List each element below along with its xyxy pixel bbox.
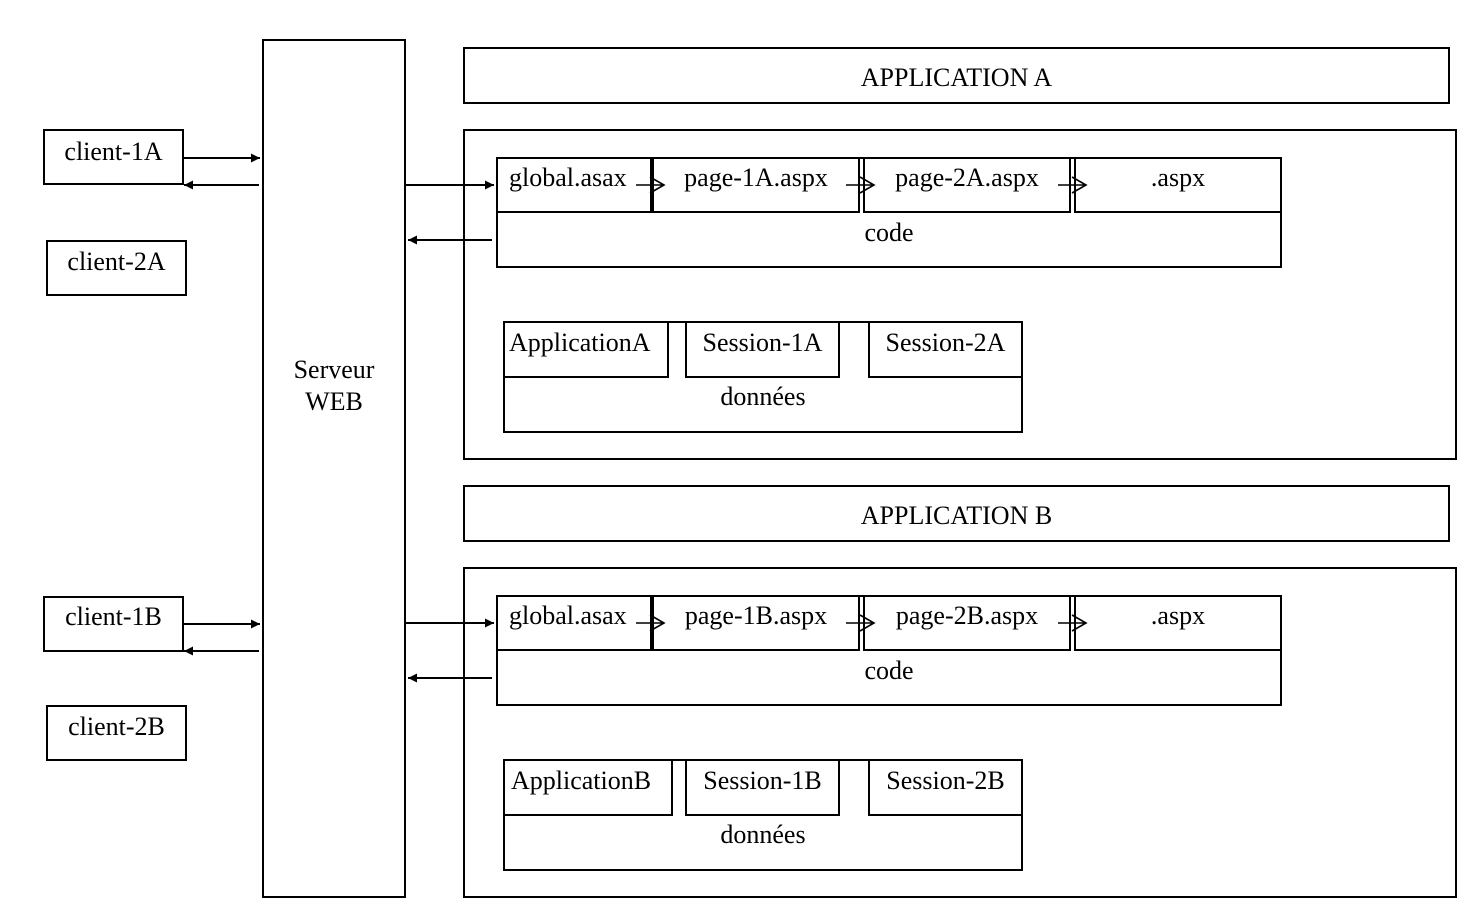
app-b-data-session-1: Session-1B [685,759,840,816]
client-2b-box: client-2B [46,705,187,761]
app-a-file-label-1: page-1A.aspx [684,163,828,192]
app-a-file-page-2: page-2A.aspx [863,157,1071,213]
app-b-file-label-3: .aspx [1150,601,1206,630]
client-1b-box: client-1B [43,596,184,652]
app-a-file-aspx: .aspx [1074,157,1282,213]
app-b-file-page-1: page-1B.aspx [652,595,860,651]
app-b-data-session-2: Session-2B [868,759,1023,816]
app-b-title-box: APPLICATION B [463,485,1450,542]
client-2a-box: client-2A [46,240,187,296]
app-a-data-session-1: Session-1A [685,321,840,378]
app-b-data-label-1: Session-1B [703,766,822,795]
app-a-data-label-0: ApplicationA [509,328,651,357]
client-1a-label: client-1A [64,137,163,166]
app-a-file-label-2: page-2A.aspx [895,163,1039,192]
app-a-title-box: APPLICATION A [463,47,1450,104]
app-b-file-label-0: global.asax [509,601,627,630]
client-2b-label: client-2B [68,712,165,741]
app-a-data-label-2: Session-2A [885,328,1006,357]
app-b-file-label-2: page-2B.aspx [895,601,1039,630]
web-server-box: Serveur WEB [262,39,406,898]
app-a-data-label: données [720,382,806,411]
web-server-label-line2: WEB [305,387,363,416]
app-b-data-application: ApplicationB [503,759,673,816]
app-b-title: APPLICATION B [860,501,1053,530]
client-1a-box: client-1A [43,129,184,185]
app-b-file-label-1: page-1B.aspx [684,601,828,630]
app-b-data-label: données [720,820,806,849]
app-b-file-global-asax: global.asax [496,595,652,651]
web-server-label-line1: Serveur [293,355,375,384]
app-a-file-label-0: global.asax [509,163,627,192]
app-a-code-label: code [864,218,914,247]
app-a-data-session-2: Session-2A [868,321,1023,378]
app-a-file-label-3: .aspx [1150,163,1206,192]
client-2a-label: client-2A [67,247,166,276]
app-a-data-application: ApplicationA [503,321,669,378]
app-b-file-aspx: .aspx [1074,595,1282,651]
app-a-file-global-asax: global.asax [496,157,652,213]
app-a-title: APPLICATION A [860,63,1053,92]
app-b-data-label-2: Session-2B [886,766,1005,795]
app-a-file-page-1: page-1A.aspx [652,157,860,213]
client-1b-label: client-1B [65,602,162,631]
app-b-data-label-0: ApplicationB [511,766,652,795]
app-a-data-label-1: Session-1A [702,328,823,357]
app-b-file-page-2: page-2B.aspx [863,595,1071,651]
app-b-code-label: code [864,656,914,685]
